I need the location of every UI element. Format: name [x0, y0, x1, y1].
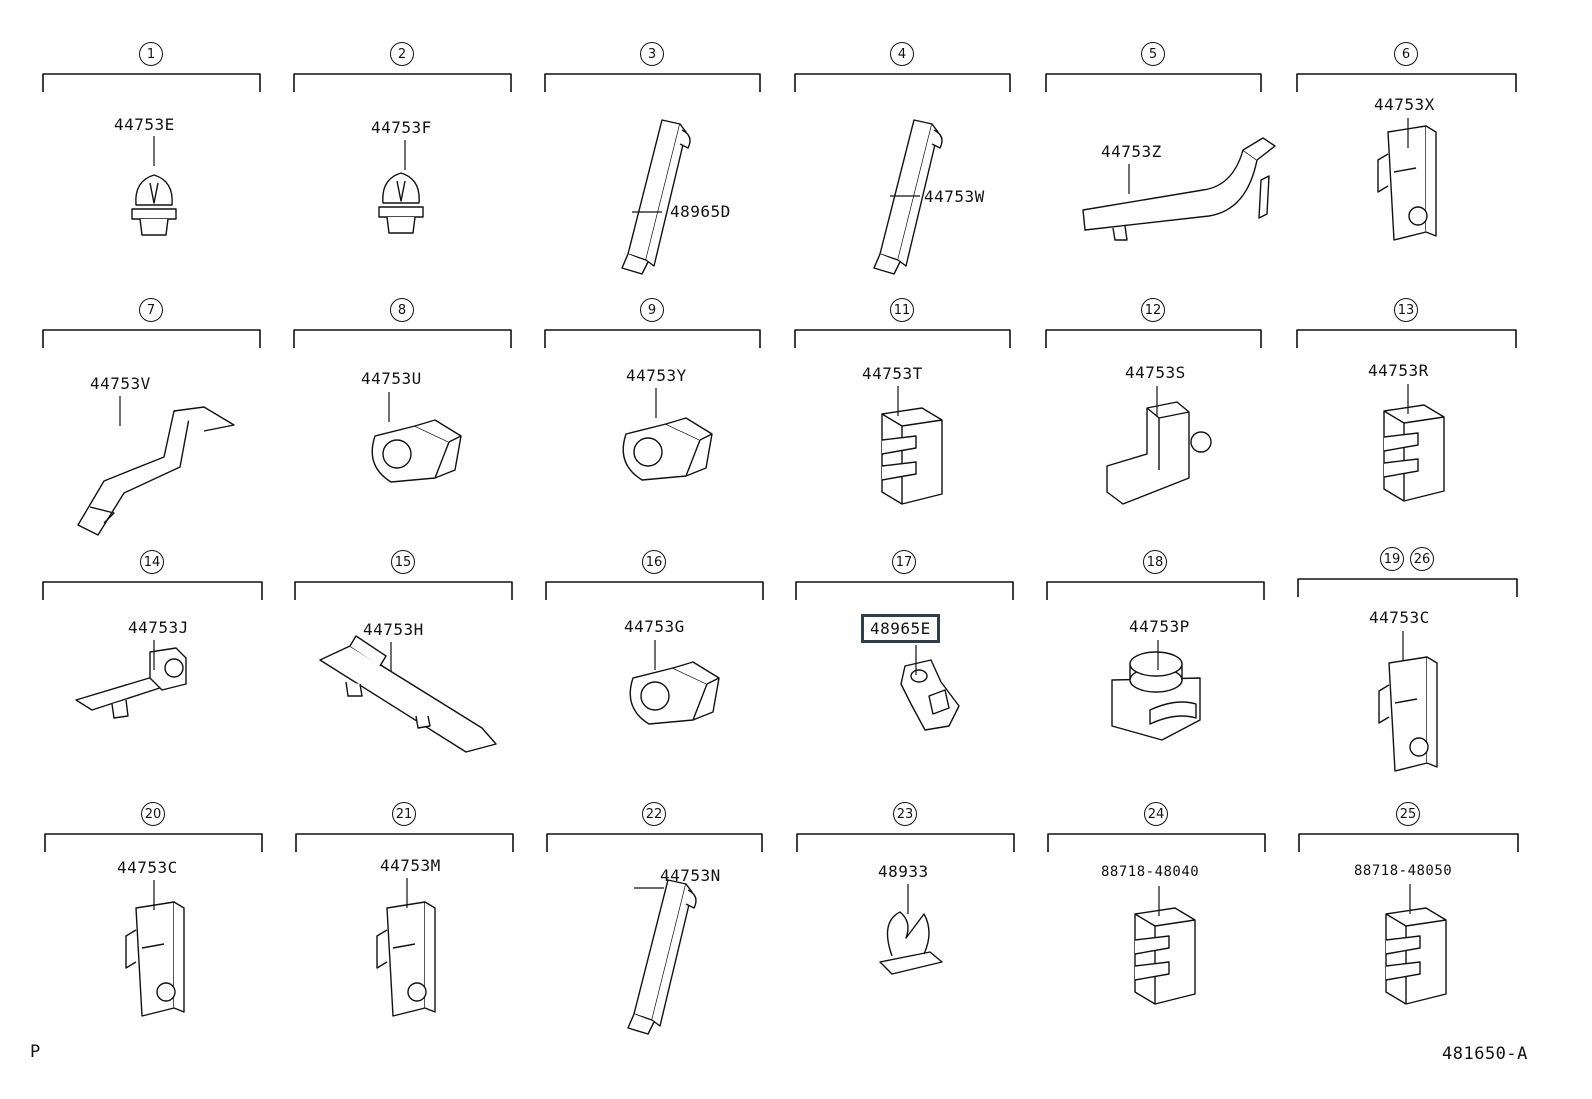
callout-number: 16	[545, 548, 763, 576]
part-number-label[interactable]: 44753P	[1129, 617, 1190, 636]
part-illustration	[794, 73, 1011, 275]
part-number-label[interactable]: 44753C	[1369, 608, 1430, 627]
callout-number: 7	[42, 296, 260, 324]
part-cell-20[interactable]: 20 44753C	[44, 800, 299, 1055]
part-illustration	[42, 73, 261, 236]
part-illustration	[294, 581, 513, 753]
part-cell-17[interactable]: 17 48965E	[795, 548, 1050, 803]
part-number-label[interactable]: 44753R	[1368, 361, 1429, 380]
callout-number: 11	[794, 296, 1010, 324]
part-cell-25[interactable]: 25 88718-48050	[1298, 800, 1553, 1055]
part-number-label[interactable]: 44753N	[660, 866, 721, 885]
callout-number: 24	[1047, 800, 1265, 828]
part-number-label[interactable]: 44753Z	[1101, 142, 1162, 161]
part-number-label[interactable]: 44753M	[380, 856, 441, 875]
callout-number: 21	[295, 800, 513, 828]
part-number-label[interactable]: 44753V	[90, 374, 151, 393]
part-number-label[interactable]: 44753J	[128, 618, 189, 637]
part-number-label[interactable]: 44753Y	[626, 366, 687, 385]
callout-number: 5	[1045, 40, 1261, 68]
highlighted-part-number[interactable]: 48965E	[861, 614, 940, 643]
part-number-label[interactable]: 44753T	[862, 364, 923, 383]
part-cell-12[interactable]: 12 44753S	[1045, 296, 1300, 551]
part-cell-23[interactable]: 23 48933	[796, 800, 1051, 1055]
callout-number: 3	[544, 40, 760, 68]
part-cell-6[interactable]: 6 44753X	[1296, 40, 1551, 295]
part-illustration	[1045, 73, 1276, 241]
part-illustration	[546, 833, 763, 1035]
part-number-label[interactable]: 48933	[878, 862, 929, 881]
part-number-label[interactable]: 44753F	[371, 118, 432, 137]
part-illustration	[544, 329, 761, 481]
callout-number: 18	[1046, 548, 1264, 576]
part-number-label[interactable]: 44753E	[114, 115, 175, 134]
part-illustration	[794, 329, 1011, 505]
part-illustration	[1296, 73, 1517, 241]
part-number-label[interactable]: 44753W	[924, 187, 985, 206]
part-number-label[interactable]: 88718-48040	[1101, 864, 1200, 880]
callout-number: 14	[42, 548, 262, 576]
callout-number: 2	[293, 40, 511, 68]
part-illustration	[42, 329, 261, 536]
part-illustration	[1046, 581, 1265, 741]
part-cell-1[interactable]: 1 44753E	[42, 40, 297, 295]
part-illustration	[293, 329, 512, 483]
part-illustration	[796, 833, 1015, 975]
part-cell-4[interactable]: 4 44753W	[794, 40, 1049, 295]
diagram-code: 481650-A	[1442, 1044, 1528, 1064]
page-prefix: P	[30, 1042, 41, 1062]
part-cell-2[interactable]: 2 44753F	[293, 40, 548, 295]
part-cell-16[interactable]: 16 44753G	[545, 548, 800, 803]
part-cell-21[interactable]: 21 44753M	[295, 800, 550, 1055]
callout-number: 12	[1045, 296, 1261, 324]
callout-number: 1	[42, 40, 260, 68]
callout-number: 25	[1298, 800, 1518, 828]
callout-number: 20	[44, 800, 262, 828]
part-number-label[interactable]: 44753S	[1125, 363, 1186, 382]
part-cell-9[interactable]: 9 44753Y	[544, 296, 799, 551]
part-cell-24[interactable]: 24 88718-48040	[1047, 800, 1302, 1055]
part-cell-3[interactable]: 3 48965D	[544, 40, 799, 295]
part-cell-22[interactable]: 22 44753N	[546, 800, 801, 1055]
part-number-label[interactable]: 44753U	[361, 369, 422, 388]
part-illustration	[42, 581, 263, 719]
part-number-label[interactable]: 44753H	[363, 620, 424, 639]
part-illustration	[1296, 329, 1517, 502]
callout-number: 13	[1296, 296, 1516, 324]
part-number-label[interactable]: 48965D	[670, 202, 731, 221]
part-cell-7[interactable]: 7 44753V	[42, 296, 297, 551]
part-number-label[interactable]: 44753G	[624, 617, 685, 636]
part-illustration	[295, 833, 514, 1017]
callout-number: 22	[546, 800, 762, 828]
part-cell-14[interactable]: 14 44753J	[42, 548, 297, 803]
part-cell-11[interactable]: 11 44753T	[794, 296, 1049, 551]
part-illustration	[1297, 578, 1518, 772]
callout-number: 9	[544, 296, 760, 324]
callout-number: 23	[796, 800, 1014, 828]
part-illustration	[545, 581, 764, 725]
part-cell-8[interactable]: 8 44753U	[293, 296, 548, 551]
callout-number: 15	[294, 548, 512, 576]
part-cell-5[interactable]: 5 44753Z	[1045, 40, 1300, 295]
part-illustration	[544, 73, 761, 275]
part-cell-18[interactable]: 18 44753P	[1046, 548, 1301, 803]
callout-number: 17	[795, 548, 1013, 576]
part-illustration	[795, 581, 1014, 731]
part-illustration	[1047, 833, 1266, 1005]
part-number-label[interactable]: 44753C	[117, 858, 178, 877]
part-number-label[interactable]: 88718-48050	[1354, 863, 1453, 879]
part-illustration	[293, 73, 512, 234]
part-cell-15[interactable]: 15 44753H	[294, 548, 549, 803]
part-number-label[interactable]: 44753X	[1374, 95, 1435, 114]
callout-number: 4	[794, 40, 1010, 68]
part-illustration	[1045, 329, 1262, 505]
part-illustration	[1298, 833, 1519, 1005]
part-illustration	[44, 833, 263, 1017]
part-cell-13[interactable]: 13 44753R	[1296, 296, 1551, 551]
callout-number: 6	[1296, 40, 1516, 68]
callout-number: 8	[293, 296, 511, 324]
